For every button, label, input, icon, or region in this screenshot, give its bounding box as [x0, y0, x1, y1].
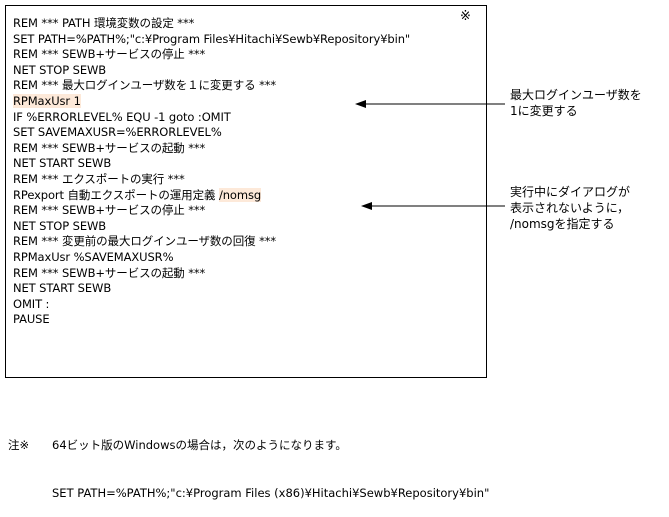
script-lines: REM *** PATH 環境変数の設定 ***SET PATH=%PATH%;… [13, 16, 410, 328]
script-line-text: NET START SEWB [13, 156, 112, 171]
script-line-text: RPMaxUsr 1 [13, 93, 81, 108]
script-line-text: REM *** SEWB+サービスの停止 *** [13, 203, 206, 218]
script-line-text: IF %ERRORLEVEL% EQU -1 goto :OMIT [13, 109, 231, 124]
script-line-text: RPMaxUsr %SAVEMAXUSR% [13, 249, 174, 264]
script-line: RPMaxUsr 1 [13, 93, 410, 110]
script-line-text: SET PATH=%PATH%;"c:¥Program Files¥Hitach… [13, 31, 411, 46]
script-line-text: OMIT : [13, 296, 50, 311]
script-line: NET START SEWB [13, 156, 410, 172]
script-line: IF %ERRORLEVEL% EQU -1 goto :OMIT [13, 110, 410, 126]
footnote-line-1: 注※ 64ビット版のWindowsの場合は，次のようになります。 [8, 437, 489, 453]
script-line: NET STOP SEWB [13, 219, 410, 235]
script-line-text: REM *** 最大ログインユーザ数を１に変更する *** [13, 78, 277, 93]
footnote: 注※ 64ビット版のWindowsの場合は，次のようになります。 SET PATH… [8, 405, 489, 517]
script-line: REM *** PATH 環境変数の設定 *** [13, 16, 410, 32]
script-line-text: NET STOP SEWB [13, 62, 107, 77]
script-line: RPexport 自動エクスポートの運用定義 /nomsg [13, 187, 410, 204]
script-line: NET START SEWB [13, 281, 410, 297]
script-line: SET SAVEMAXUSR=%ERRORLEVEL% [13, 125, 410, 141]
script-line-text: REM *** PATH 環境変数の設定 *** [13, 16, 195, 30]
arrow-max-users-head [355, 100, 366, 108]
arrow-nomsg-head [361, 202, 372, 210]
script-line: REM *** SEWB+サービスの停止 *** [13, 203, 410, 219]
script-line-text: REM *** 変更前の最大ログインユーザ数の回復 *** [13, 234, 277, 249]
script-line-text: NET STOP SEWB [13, 218, 107, 233]
script-line-text: REM *** SEWB+サービスの起動 *** [13, 265, 206, 280]
footnote-prefix: 注※ [8, 438, 30, 452]
script-line: OMIT : [13, 297, 410, 313]
script-line-text: REM *** SEWB+サービスの停止 *** [13, 47, 206, 62]
script-line-text: PAUSE [13, 312, 50, 327]
script-line: REM *** SEWB+サービスの起動 *** [13, 266, 410, 282]
script-line-text: REM *** エクスポートの実行 *** [13, 171, 185, 186]
annotation-max-users: 最大ログインユーザ数を 1に変更する [510, 88, 642, 118]
footnote-mark: ※ [460, 9, 471, 24]
script-line: REM *** エクスポートの実行 *** [13, 172, 410, 188]
script-line-text: NET START SEWB [13, 281, 112, 296]
annotation-arrows [355, 100, 505, 210]
footnote-text: 64ビット版のWindowsの場合は，次のようになります。 [52, 438, 347, 452]
script-line-option: /nomsg [218, 187, 262, 202]
script-line-text: REM *** SEWB+サービスの起動 *** [13, 140, 206, 155]
script-line: PAUSE [13, 312, 410, 328]
script-line: RPMaxUsr %SAVEMAXUSR% [13, 250, 410, 266]
script-line: REM *** SEWB+サービスの停止 *** [13, 47, 410, 63]
annotation-nomsg: 実行中にダイアログが 表示されないように， /nomsgを指定する [510, 185, 631, 231]
script-line: NET STOP SEWB [13, 63, 410, 79]
footnote-line-2: SET PATH=%PATH%;"c:¥Program Files (x86)¥… [8, 485, 489, 501]
script-line: REM *** SEWB+サービスの起動 *** [13, 141, 410, 157]
footnote-command: SET PATH=%PATH%;"c:¥Program Files (x86)¥… [52, 486, 490, 500]
batch-script-box: REM *** PATH 環境変数の設定 ***SET PATH=%PATH%;… [5, 5, 487, 378]
script-line: REM *** 変更前の最大ログインユーザ数の回復 *** [13, 234, 410, 250]
script-line-text: RPexport 自動エクスポートの運用定義 [13, 187, 219, 202]
script-line: REM *** 最大ログインユーザ数を１に変更する *** [13, 78, 410, 94]
script-line-text: SET SAVEMAXUSR=%ERRORLEVEL% [13, 125, 222, 140]
script-line: SET PATH=%PATH%;"c:¥Program Files¥Hitach… [13, 32, 410, 48]
